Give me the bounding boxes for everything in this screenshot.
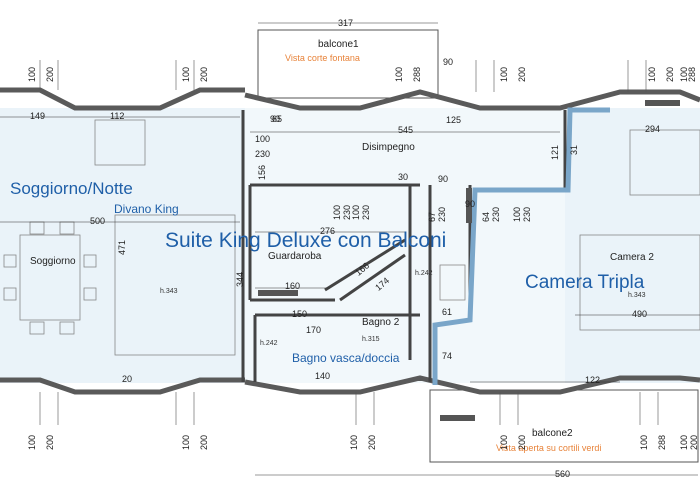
label-soggiorno: Soggiorno xyxy=(30,256,76,267)
dim-61: 61 xyxy=(442,307,453,317)
outer-walls xyxy=(0,87,700,395)
win-top-4a: 100 xyxy=(499,66,509,82)
win-top-1b: 200 xyxy=(45,66,55,82)
label-divano-king: Divano King xyxy=(114,202,179,216)
label-camera-tripla: Camera Tripla xyxy=(525,272,645,293)
dim-294: 294 xyxy=(645,124,661,134)
win-top-6b: 200 xyxy=(665,66,675,82)
balcone1-outline xyxy=(257,29,439,99)
dim-160: 160 xyxy=(285,281,301,291)
win-top-3b: 288 xyxy=(412,66,422,82)
win-top-2b: 200 xyxy=(199,66,209,82)
floor-area-left xyxy=(0,108,245,383)
door-2b: 230 xyxy=(361,204,371,220)
dim-125: 125 xyxy=(446,115,462,125)
win-top-4b: 200 xyxy=(517,66,527,82)
label-camera2: Camera 2 xyxy=(610,252,654,263)
dim-149: 149 xyxy=(30,111,46,121)
dim-90d: 90 xyxy=(443,57,454,67)
dim-112: 112 xyxy=(110,111,125,121)
height-camera: h.343 xyxy=(628,292,646,299)
dim-490: 490 xyxy=(632,309,648,319)
label-bagno-vasca: Bagno vasca/doccia xyxy=(292,351,400,365)
win-top-5b: 288 xyxy=(687,66,697,82)
dim-140: 140 xyxy=(315,371,331,381)
dim-74: 74 xyxy=(442,351,453,361)
dimension-lines xyxy=(0,22,700,476)
duct-path xyxy=(432,107,610,385)
win-top-3a: 100 xyxy=(394,66,404,82)
dim-344: 344 xyxy=(235,271,245,287)
radiator-hatch-2 xyxy=(440,415,475,421)
win-bot-6a: 100 xyxy=(679,434,689,450)
label-balcone2-note: Vista aperta su cortili verdi xyxy=(496,443,602,453)
win-bot-5a: 100 xyxy=(639,434,649,450)
door-5a: 100 xyxy=(512,206,522,222)
dim-100a: 100 xyxy=(255,134,271,144)
win-bot-3a: 100 xyxy=(349,434,359,450)
height-bagno: h.315 xyxy=(362,336,380,343)
dim-471: 471 xyxy=(117,239,127,255)
dim-122: 122 xyxy=(585,375,601,385)
win-bot-1a: 100 xyxy=(27,434,37,450)
radiator-hatch-3 xyxy=(466,188,472,223)
win-top-6a: 100 xyxy=(647,66,657,82)
dim-317: 317 xyxy=(338,18,354,28)
height-242b: h.242 xyxy=(260,340,278,347)
dim-150: 150 xyxy=(292,309,308,319)
dim-30: 30 xyxy=(398,172,409,182)
win-top-2a: 100 xyxy=(181,66,191,82)
win-bot-1b: 200 xyxy=(45,434,55,450)
dim-90b: 90 xyxy=(465,199,476,209)
dim-121: 121 xyxy=(550,144,560,160)
label-guardaroba: Guardaroba xyxy=(268,251,322,262)
dim-156: 156 xyxy=(257,164,267,180)
win-bot-2a: 100 xyxy=(181,434,191,450)
dim-20: 20 xyxy=(122,374,133,384)
dim-90a: 90 xyxy=(270,114,281,124)
furniture xyxy=(3,119,700,356)
bathtub-hatch xyxy=(258,290,298,296)
win-bot-4a: 100 xyxy=(499,434,509,450)
label-balcone2: balcone2 xyxy=(532,428,573,439)
win-top-1a: 100 xyxy=(27,66,37,82)
label-disimpegno: Disimpegno xyxy=(362,142,415,153)
door-4a: 64 xyxy=(481,211,491,222)
label-balcone1-note: Vista corte fontana xyxy=(285,53,360,63)
label-soggiorno-notte: Soggiorno/Notte xyxy=(10,179,133,198)
label-bagno2: Bagno 2 xyxy=(362,317,400,328)
window-ticks xyxy=(39,60,659,425)
radiator-hatch-1 xyxy=(645,100,680,106)
win-bot-2b: 200 xyxy=(199,434,209,450)
door-2a: 100 xyxy=(351,204,361,220)
door-1a: 100 xyxy=(332,204,342,220)
dim-65: 65 xyxy=(272,114,283,124)
win-bot-5b: 288 xyxy=(657,434,667,450)
dim-31: 31 xyxy=(569,144,579,155)
win-bot-3b: 200 xyxy=(367,434,377,450)
dim-545: 545 xyxy=(398,125,414,135)
dim-90c: 90 xyxy=(438,174,449,184)
label-balcone1: balcone1 xyxy=(318,39,359,50)
door-5b: 230 xyxy=(522,206,532,222)
dim-560: 560 xyxy=(555,469,571,479)
height-soggiorno: h.343 xyxy=(160,288,178,295)
win-bot-4b: 200 xyxy=(517,434,527,450)
floor-area-center xyxy=(245,108,565,383)
interior-walls xyxy=(241,110,567,382)
dim-230a: 230 xyxy=(255,149,271,159)
dim-500: 500 xyxy=(90,216,106,226)
dim-276: 276 xyxy=(320,226,336,236)
height-242a: h.242 xyxy=(415,270,433,277)
floor-area-right xyxy=(565,108,700,383)
door-3b: 230 xyxy=(437,206,447,222)
title-suite-king: Suite King Deluxe con Balconi xyxy=(165,229,447,252)
win-bot-6b: 200 xyxy=(689,434,699,450)
door-4b: 230 xyxy=(491,206,501,222)
dim-170: 170 xyxy=(306,325,322,335)
door-3a: 67 xyxy=(427,211,437,222)
